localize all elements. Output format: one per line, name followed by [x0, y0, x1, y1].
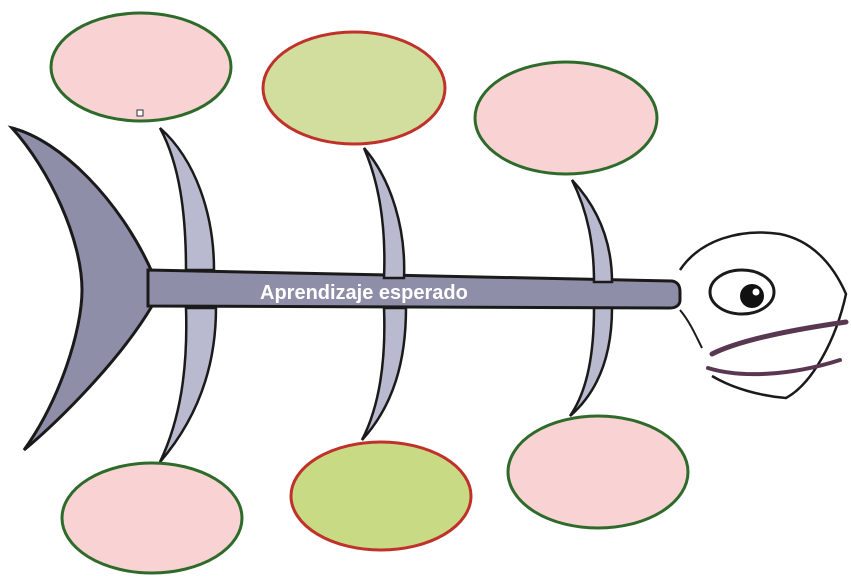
fish-lip-upper — [709, 319, 849, 357]
category-box-top-center[interactable] — [261, 30, 447, 146]
spine-label: Aprendizaje esperado — [260, 282, 468, 304]
category-box-top-right[interactable] — [473, 60, 659, 176]
bone-top-center — [362, 147, 406, 280]
bone-top-left — [158, 127, 216, 272]
fish-tail — [7, 125, 154, 452]
fish-pupil — [740, 284, 764, 308]
category-box-bottom-center[interactable] — [289, 440, 473, 552]
selection-handle[interactable] — [136, 109, 144, 117]
category-box-top-left[interactable] — [49, 11, 233, 123]
bone-bottom-right — [568, 306, 614, 417]
category-box-bottom-left[interactable] — [60, 461, 244, 575]
fish-lip-lower — [706, 358, 842, 377]
bone-top-right — [570, 179, 614, 284]
category-box-bottom-right[interactable] — [506, 414, 690, 530]
bone-bottom-center — [360, 306, 408, 441]
fish-head — [678, 231, 849, 400]
bone-bottom-left — [158, 306, 218, 463]
fish-spine — [146, 268, 682, 310]
